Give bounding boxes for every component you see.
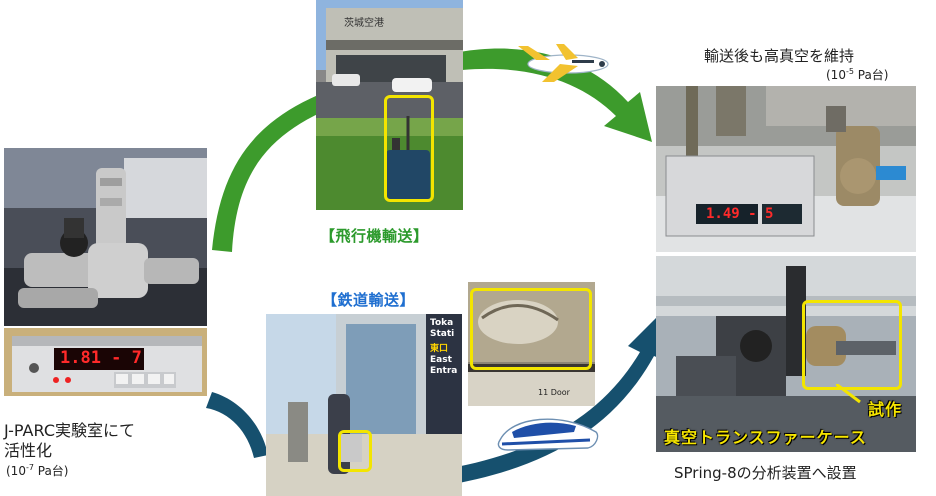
bag-highlight [338, 430, 372, 472]
blue-arc-right [440, 308, 668, 486]
airplane-icon [518, 44, 609, 82]
rail-transport-label: 【鉄道輸送】 [322, 291, 416, 309]
jparc-caption: J-PARC実験室にて 活性化 [4, 421, 135, 461]
rack-highlight [470, 288, 592, 370]
after-pressure-reading: 1.49 - 5 [706, 206, 774, 222]
door-label: 11 Door [538, 388, 570, 397]
station-photo: Toka Stati 東口 East Entra [266, 314, 462, 496]
spring8-caption: SPring-8の分析装置へ設置 [674, 464, 857, 482]
station-sign: Toka Stati 東口 East Entra [430, 318, 458, 376]
blue-arc-left [206, 392, 268, 458]
jparc-pressure-caption: (10-7 Pa台) [6, 463, 69, 478]
jparc-caption-line2: 活性化 [4, 441, 53, 460]
spring8-photo [656, 256, 916, 452]
airport-sign: 茨城空港 [344, 18, 384, 29]
after-pressure-caption: (10-5 Pa台) [826, 67, 889, 82]
callout-line [836, 384, 861, 404]
train-rack-photo: 11 Door [468, 282, 595, 406]
jparc-caption-line1: J-PARC実験室にて [4, 421, 135, 440]
jparc-apparatus-photo [4, 148, 207, 326]
transfer-case-label-line1: 試作 [868, 400, 903, 419]
after-title: 輸送後も高真空を維持 [704, 47, 855, 65]
shinkansen-icon [497, 418, 599, 451]
suitcase-highlight [384, 95, 434, 202]
green-arc-left [212, 95, 322, 252]
transfer-case-highlight [802, 300, 902, 390]
jparc-gauge-photo: 1.81 - 7 [4, 328, 207, 396]
after-transport-photo: 1.49 - 5 [656, 86, 916, 252]
airport-photo: 茨城空港 [316, 0, 463, 210]
transfer-case-label-line2: 真空トランスファーケース [664, 428, 867, 447]
flight-transport-label: 【飛行機輸送】 [320, 227, 429, 245]
jparc-pressure-reading: 1.81 - 7 [60, 348, 142, 368]
